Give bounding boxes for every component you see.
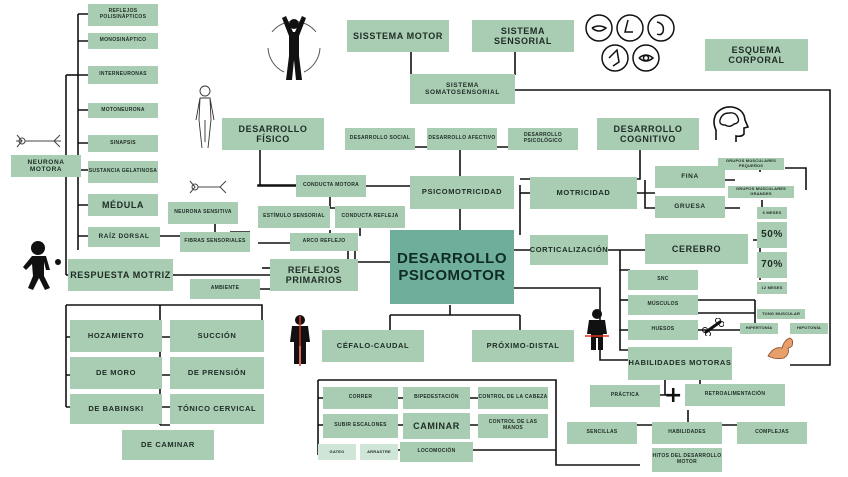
box-bipedestacion: BIPEDESTACIÓN	[403, 387, 470, 409]
box-desarrollo-afectivo: DESARROLLO AFECTIVO	[427, 128, 497, 150]
box-succion: SUCCIÓN	[170, 320, 264, 352]
box-tonico-cervical: TÓNICO CERVICAL	[170, 394, 264, 424]
box-corticalizacion: CORTICALIZACIÓN	[530, 235, 608, 265]
child-walking-icon	[23, 241, 61, 290]
box-esquema-corporal: ESQUEMA CORPORAL	[705, 39, 808, 71]
senses-icons	[585, 14, 675, 72]
box-70-percent: 70%	[757, 252, 787, 278]
box-control-cabeza: CONTROL DE LA CABEZA	[478, 387, 548, 409]
box-hozamiento: HOZAMIENTO	[70, 320, 162, 352]
box-complejas: COMPLEJAS	[737, 422, 807, 444]
box-gruesa: GRUESA	[655, 196, 725, 218]
box-hipertonia: HIPERTONÍA	[740, 323, 778, 334]
box-proximo-distal: PRÓXIMO-DISTAL	[472, 330, 574, 362]
neuron-icon	[189, 180, 227, 194]
box-psicomotricidad: PSICOMOTRICIDAD	[410, 176, 514, 209]
box-tono-muscular: TONO MUSCULAR	[757, 309, 805, 319]
box-grupos-pequenos: GRUPOS MUSCULARES PEQUEÑOS	[718, 158, 784, 170]
box-neurona-sensitiva: NEURONA SENSITIVA	[168, 202, 238, 224]
box-reflejos-primarios: REFLEJOS PRIMARIOS	[270, 259, 358, 291]
box-monosinaptico: MONOSINÁPTICO	[88, 33, 158, 49]
box-de-caminar: DE CAMINAR	[122, 430, 214, 460]
box-de-prension: DE PRENSIÓN	[170, 357, 264, 389]
box-raiz-dorsal: RAÍZ DORSAL	[88, 227, 160, 247]
box-ambiente: AMBIENTE	[190, 279, 260, 299]
box-desarrollo-cognitivo: DESARROLLO COGNITIVO	[597, 118, 699, 150]
box-reflejos-polisinapticos: REFLEJOS POLISINÁPTICOS	[88, 4, 158, 26]
box-sistema-somatosensorial: SISTEMA SOMATOSENSORIAL	[410, 74, 515, 104]
box-grupos-grandes: GRUPOS MUSCULARES GRANDES	[728, 186, 794, 198]
box-arco-reflejo: ARCO REFLEJO	[290, 233, 358, 251]
box-gateo: GATEO	[318, 444, 356, 460]
box-caminar: CAMINAR	[403, 413, 470, 439]
body-outline-icon	[195, 85, 215, 149]
box-practica: PRÁCTICA	[590, 385, 660, 407]
box-fina: FINA	[655, 166, 725, 188]
box-50-percent: 50%	[757, 222, 787, 248]
box-cerebro: CEREBRO	[645, 234, 748, 264]
box-correr: CORRER	[323, 387, 398, 409]
box-cefalo-caudal: CÉFALO-CAUDAL	[322, 330, 424, 362]
box-motoneurona: MOTONEURONA	[88, 103, 158, 118]
box-huesos: HUESOS	[628, 320, 698, 340]
child-front-icon	[585, 309, 609, 350]
box-conducta-refleja: CONDUCTA REFLEJA	[335, 206, 405, 228]
box-conducta-motora: CONDUCTA MOTORA	[296, 175, 366, 197]
box-desarrollo-social: DESARROLLO SOCIAL	[345, 128, 415, 150]
box-sistema-motor: SISSTEMA MOTOR	[347, 20, 449, 52]
box-snc: SNC	[628, 270, 698, 290]
child-back-icon	[290, 315, 310, 366]
box-habilidades: HABILIDADES	[652, 422, 722, 444]
box-de-moro: DE MORO	[70, 357, 162, 389]
box-sinapsis: SINAPSIS	[88, 135, 158, 152]
box-sistema-sensorial: SISTEMA SENSORIAL	[472, 20, 574, 52]
box-musculos: MÚSCULOS	[628, 295, 698, 315]
box-control-manos: CONTROL DE LAS MANOS	[478, 414, 548, 438]
flexed-arm-icon	[767, 337, 794, 360]
box-desarrollo-fisico: DESARROLLO FÍSICO	[222, 118, 324, 150]
neuron-icon	[16, 134, 61, 148]
box-sustancia-gelatinosa: SUSTANCIA GELATINOSA	[88, 161, 158, 183]
box-medula: MÉDULA	[88, 194, 158, 216]
box-sencillas: SENCILLAS	[567, 422, 637, 444]
box-neurona-motora: NEURONA MOTORA	[11, 155, 81, 177]
box-locomocion: LOCOMOCIÓN	[400, 442, 473, 462]
box-subir-escalones: SUBIR ESCALONES	[323, 414, 398, 438]
bone-icon	[702, 318, 724, 336]
box-desarrollo-psicomotor: DESARROLLO PSICOMOTOR	[390, 230, 514, 304]
box-de-babinski: DE BABINSKI	[70, 394, 162, 424]
box-motricidad: MOTRICIDAD	[530, 177, 637, 209]
box-interneuronas: INTERNEURONAS	[88, 66, 158, 84]
box-hitos: HITOS DEL DESARROLLO MOTOR	[652, 448, 722, 472]
box-hipotonia: HIPOTONÍA	[790, 323, 828, 334]
box-retroalimentacion: RETROALIMENTACIÓN	[685, 384, 785, 406]
box-fibras-sensoriales: FIBRAS SENSORIALES	[180, 232, 250, 252]
box-habilidades-motoras: HABILIDADES MOTORAS	[628, 347, 732, 380]
box-estimulo-sensorial: ESTÍMULO SENSORIAL	[258, 206, 330, 228]
box-6-meses: 6 MESES	[757, 207, 787, 219]
box-desarrollo-psicologico: DESARROLLO PSICOLÓGICO	[508, 128, 578, 150]
box-12-meses: 12 MESES	[757, 282, 787, 294]
brain-head-icon	[713, 106, 750, 142]
box-respuesta-motriz: RESPUESTA MOTRIZ	[68, 259, 173, 291]
plus-sign: +	[664, 383, 683, 408]
person-arrows-icon	[267, 16, 321, 80]
box-arrastre: ARRASTRE	[360, 444, 398, 460]
